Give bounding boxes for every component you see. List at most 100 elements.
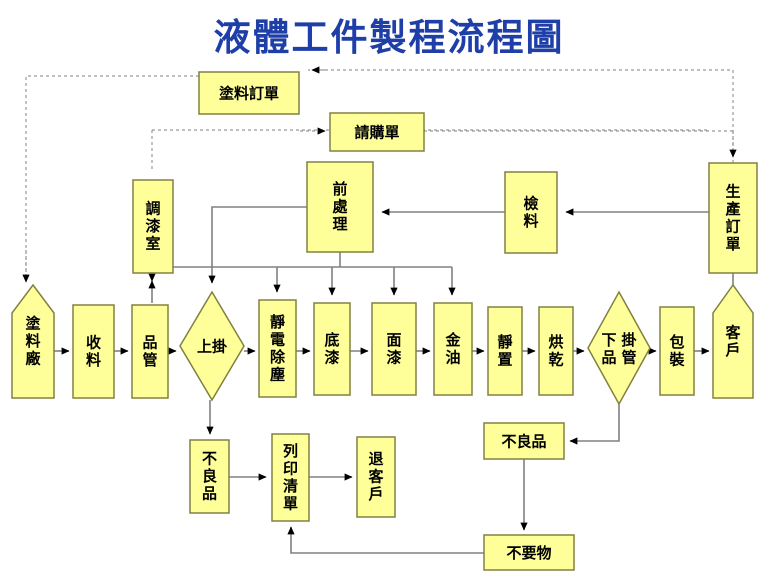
node-hang-on[interactable]: 上掛 (179, 290, 245, 402)
node-label-primer: 漆 (324, 348, 339, 366)
node-requisition[interactable]: 請購單 (329, 112, 425, 152)
node-topcoat[interactable]: 面漆 (371, 302, 417, 396)
node-label-topcoat: 漆 (386, 348, 401, 366)
node-packaging[interactable]: 包裝 (659, 306, 695, 396)
node-label-print-list: 印 (283, 459, 298, 477)
node-shape-receive-material (72, 304, 115, 399)
node-label-return-customer: 退 (368, 450, 383, 468)
node-defect-1[interactable]: 不良品 (189, 439, 230, 514)
node-paint-order[interactable]: 塗料訂單 (198, 71, 300, 115)
node-label-electrostatic-dust: 靜 (270, 313, 285, 331)
nodes-layer: 塗料訂單請購單生產訂單檢料前處理調漆室塗料廠收料品管上掛靜電除塵底漆面漆金油靜置… (11, 71, 758, 571)
node-label-defect-1: 良 (202, 467, 217, 485)
node-label-unhang-qc: 品 (601, 348, 616, 366)
node-label-material-check: 檢 (523, 194, 538, 212)
node-material-check[interactable]: 檢料 (504, 171, 558, 254)
connector-waste-to-print-list (287, 526, 484, 554)
node-shape-clear-coat (433, 302, 473, 396)
node-label-paint-factory: 料 (25, 332, 40, 350)
page-title: 液體工件製程流程圖 (214, 15, 565, 59)
node-label-defect-1: 品 (202, 485, 217, 503)
node-label-hang-on: 上掛 (197, 338, 227, 356)
node-label-rest: 置 (497, 350, 512, 368)
node-label-production-order: 產 (724, 200, 740, 218)
node-label-paint-mixing-room: 漆 (145, 217, 160, 235)
node-label-receive-material: 料 (86, 351, 101, 369)
node-label-defect-2: 不良品 (501, 433, 546, 451)
node-label-customer: 客 (724, 323, 741, 341)
node-label-topcoat: 面 (386, 331, 401, 349)
node-shape-electrostatic-dust (258, 299, 297, 398)
node-drying[interactable]: 烘乾 (538, 306, 574, 396)
node-label-paint-factory: 塗 (25, 315, 41, 333)
node-shape-defect-2 (483, 422, 565, 460)
node-clear-coat[interactable]: 金油 (433, 302, 473, 396)
node-rest[interactable]: 靜置 (487, 306, 523, 396)
node-waste[interactable]: 不要物 (483, 534, 575, 571)
node-return-customer[interactable]: 退客戶 (356, 436, 396, 518)
node-label-production-order: 生 (725, 182, 740, 200)
node-label-packaging: 裝 (668, 350, 685, 368)
node-label-electrostatic-dust: 除 (270, 348, 286, 366)
node-shape-defect-1 (189, 439, 230, 514)
node-label-electrostatic-dust: 電 (270, 330, 285, 348)
node-label-requisition: 請購單 (354, 124, 399, 142)
node-shape-material-check (504, 171, 558, 254)
connector-pre-treatment-to-hang-on (208, 206, 307, 284)
node-label-paint-mixing-room: 調 (145, 200, 160, 218)
connector-paint-order-to-paint-factory (25, 75, 199, 278)
node-shape-customer (712, 283, 754, 399)
node-label-pre-treatment: 前 (332, 180, 347, 198)
node-label-rest: 靜 (497, 333, 512, 351)
node-label-return-customer: 客 (367, 468, 384, 486)
node-shape-requisition (329, 112, 425, 152)
node-label-unhang-qc: 掛 (621, 331, 636, 349)
node-shape-rest (487, 306, 523, 396)
node-label-paint-mixing-room: 室 (145, 235, 160, 253)
node-label-customer: 戶 (725, 341, 740, 359)
node-label-packaging: 包 (669, 333, 684, 351)
node-label-paint-factory: 廠 (25, 350, 41, 368)
node-pre-treatment[interactable]: 前處理 (306, 161, 374, 253)
node-shape-print-list (271, 433, 310, 522)
node-shape-packaging (659, 306, 695, 396)
node-label-waste: 不要物 (506, 544, 551, 562)
node-label-primer: 底 (324, 331, 339, 349)
node-quality-control[interactable]: 品管 (131, 304, 169, 399)
node-shape-waste (483, 534, 575, 571)
node-label-electrostatic-dust: 塵 (270, 365, 285, 383)
node-primer[interactable]: 底漆 (313, 302, 351, 396)
node-label-pre-treatment: 理 (332, 215, 347, 233)
node-label-return-customer: 戶 (368, 485, 383, 503)
node-label-production-order: 訂 (725, 217, 740, 235)
node-label-drying: 乾 (548, 350, 563, 368)
node-shape-paint-order (198, 71, 300, 115)
node-shape-hang-on (179, 290, 245, 402)
node-customer[interactable]: 客戶 (712, 283, 754, 399)
node-shape-return-customer (356, 436, 396, 518)
node-paint-factory[interactable]: 塗料廠 (11, 283, 55, 399)
node-paint-mixing-room[interactable]: 調漆室 (132, 179, 174, 274)
node-shape-topcoat (371, 302, 417, 396)
node-shape-production-order (708, 162, 758, 274)
node-shape-paint-mixing-room (132, 179, 174, 274)
node-receive-material[interactable]: 收料 (72, 304, 115, 399)
node-label-print-list: 單 (283, 494, 298, 512)
node-label-production-order: 單 (725, 235, 740, 253)
node-defect-2[interactable]: 不良品 (483, 422, 565, 460)
node-shape-drying (538, 306, 574, 396)
node-label-receive-material: 收 (86, 333, 101, 351)
node-label-defect-1: 不 (202, 450, 217, 468)
node-shape-primer (313, 302, 351, 396)
node-label-quality-control: 品 (142, 333, 157, 351)
node-shape-paint-factory (11, 283, 55, 399)
node-label-drying: 烘 (548, 333, 563, 351)
node-shape-pre-treatment (306, 161, 374, 253)
node-label-pre-treatment: 處 (332, 198, 348, 216)
